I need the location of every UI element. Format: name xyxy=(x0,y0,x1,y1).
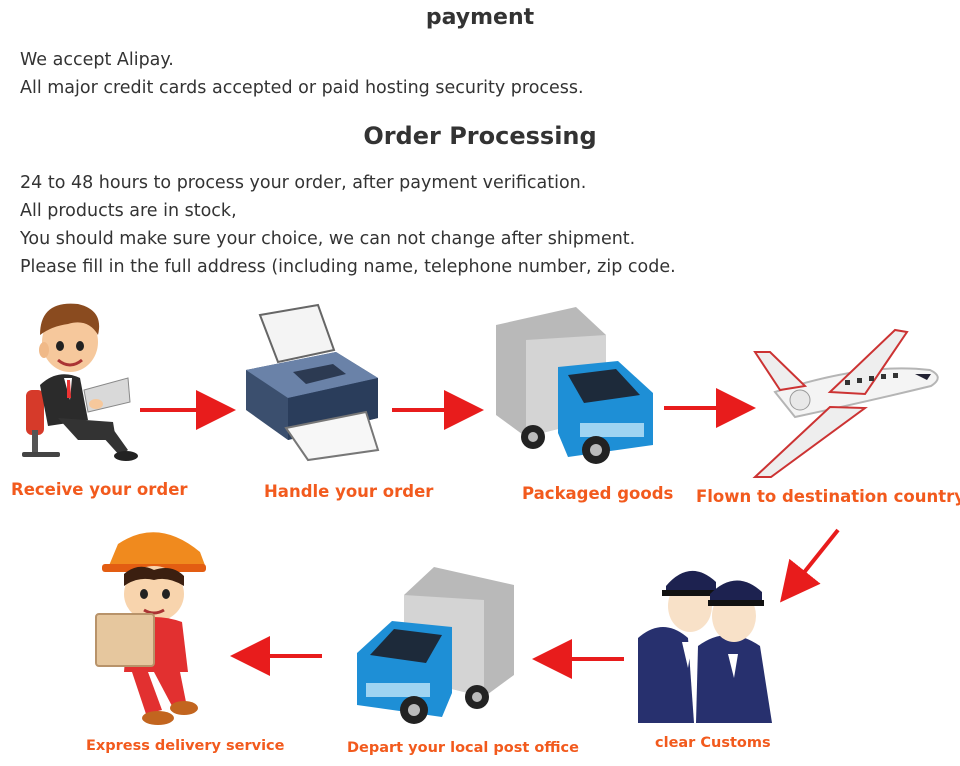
truck-icon xyxy=(496,307,653,464)
step-label-receive-order: Receive your order xyxy=(11,480,188,499)
order-line: You should make sure your choice, we can… xyxy=(20,229,636,249)
truck-icon xyxy=(357,567,514,724)
arrow-down-left xyxy=(780,528,840,603)
step-label-depart-post-office: Depart your local post office xyxy=(347,740,579,756)
payment-heading: payment xyxy=(425,5,535,30)
step-label-handle-order: Handle your order xyxy=(264,482,434,501)
printer-icon xyxy=(246,303,380,462)
payment-text: We accept Alipay. All major credit cards… xyxy=(20,46,584,102)
step-label-packaged-goods: Packaged goods xyxy=(522,484,674,503)
order-processing-text: 24 to 48 hours to process your order, af… xyxy=(20,169,676,281)
airplane-icon xyxy=(752,328,939,478)
courier-icon xyxy=(95,532,206,725)
payment-line: We accept Alipay. xyxy=(20,50,174,70)
businessman-laptop-icon xyxy=(22,303,138,461)
order-processing-heading: Order Processing xyxy=(363,122,597,150)
step-label-clear-customs: clear Customs xyxy=(655,735,771,751)
order-line: 24 to 48 hours to process your order, af… xyxy=(20,173,587,193)
order-line: Please fill in the full address (includi… xyxy=(20,257,676,277)
step-label-flown-destination: Flown to destination country xyxy=(696,487,960,506)
step-label-express-delivery: Express delivery service xyxy=(86,738,285,754)
customs-officers-icon xyxy=(638,570,772,723)
order-line: All products are in stock, xyxy=(20,201,237,221)
payment-line: All major credit cards accepted or paid … xyxy=(20,78,584,98)
